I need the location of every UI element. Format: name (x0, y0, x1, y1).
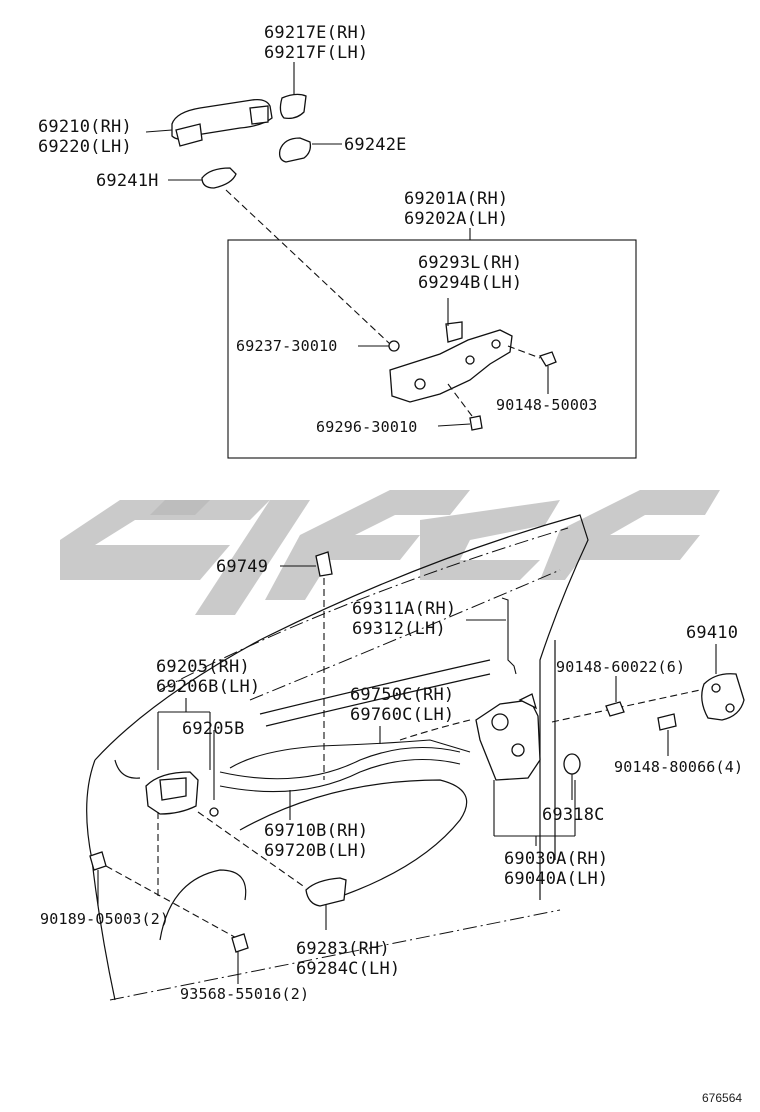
label-handle-cover-inner-rh: 69283(RH) (296, 939, 390, 959)
label-screw-striker-bottom: 90148-80066(4) (614, 758, 743, 776)
label-handle-cover-inner-lh: 69284C(LH) (296, 959, 400, 979)
label-frame-assy-lh: 69202A(LH) (404, 209, 508, 229)
striker (551, 644, 745, 723)
handle-frame (389, 298, 513, 403)
label-frame-screw: 90148-50003 (496, 396, 598, 414)
bolt-lower (157, 812, 249, 984)
label-handle-pad-rear: 69241H (96, 171, 159, 191)
label-lock-cable-rh: 69750C(RH) (350, 685, 454, 705)
label-inside-handle-bezel: 69205B (182, 719, 245, 739)
label-frame-clip: 69296-30010 (316, 418, 418, 436)
label-bolt-inside: 90189-05003(2) (40, 910, 169, 928)
label-bolt-lower: 93568-55016(2) (180, 985, 309, 1003)
label-inside-cable-lh: 69720B(LH) (264, 841, 368, 861)
label-rod-clip: 69749 (216, 557, 268, 577)
label-frame-sub-rh: 69293L(RH) (418, 253, 522, 273)
inside-handle-bezel (209, 730, 219, 817)
label-outside-handle-rh: 69210(RH) (38, 117, 132, 137)
outside-handle (145, 98, 273, 147)
striker-screw-bottom (657, 713, 677, 756)
labels: 69217E(RH) 69217F(LH) 69210(RH) 69220(LH… (38, 23, 743, 1105)
label-handle-pad: 69242E (344, 135, 407, 155)
label-door-lock-lh: 69040A(LH) (504, 869, 608, 889)
label-handle-cover-front-lh: 69217F(LH) (264, 43, 368, 63)
handle-pad (278, 137, 342, 163)
handle-cover-front (279, 62, 307, 120)
label-cushion: 69318C (542, 805, 605, 825)
watermark-logo (60, 490, 720, 615)
frame-assembly-box (227, 239, 637, 459)
label-inside-handle-rh: 69205(RH) (156, 657, 250, 677)
label-lock-cable-lh: 69760C(LH) (350, 705, 454, 725)
label-screw-striker-top: 90148-60022(6) (556, 658, 685, 676)
lock-rod (466, 597, 517, 675)
inside-handle (145, 698, 211, 815)
cushion (563, 753, 581, 800)
handle-pad-rear (168, 167, 237, 189)
label-striker: 69410 (686, 623, 738, 643)
striker-screw-top (605, 676, 625, 717)
label-frame-sub-lh: 69294B(LH) (418, 273, 522, 293)
label-inside-cable-rh: 69710B(RH) (264, 821, 368, 841)
label-inside-handle-lh: 69206B(LH) (156, 677, 260, 697)
frame-clip (437, 383, 483, 431)
door-outline (86, 514, 589, 1001)
door-lock (475, 693, 576, 846)
inside-cable (219, 746, 461, 820)
frame-pin (358, 340, 400, 352)
frame-screw (507, 345, 557, 394)
label-door-lock-rh: 69030A(RH) (504, 849, 608, 869)
label-handle-cover-front-rh: 69217E(RH) (264, 23, 368, 43)
label-lock-rod-lh: 69312(LH) (352, 619, 446, 639)
lock-cable (229, 719, 471, 769)
bolt-inside (89, 851, 241, 941)
handle-cover-inner (197, 811, 347, 930)
label-frame-assy-rh: 69201A(RH) (404, 189, 508, 209)
label-frame-pin: 69237-30010 (236, 337, 338, 355)
label-lock-rod-rh: 69311A(RH) (352, 599, 456, 619)
label-outside-handle-lh: 69220(LH) (38, 137, 132, 157)
reference-number: 676564 (702, 1091, 742, 1105)
